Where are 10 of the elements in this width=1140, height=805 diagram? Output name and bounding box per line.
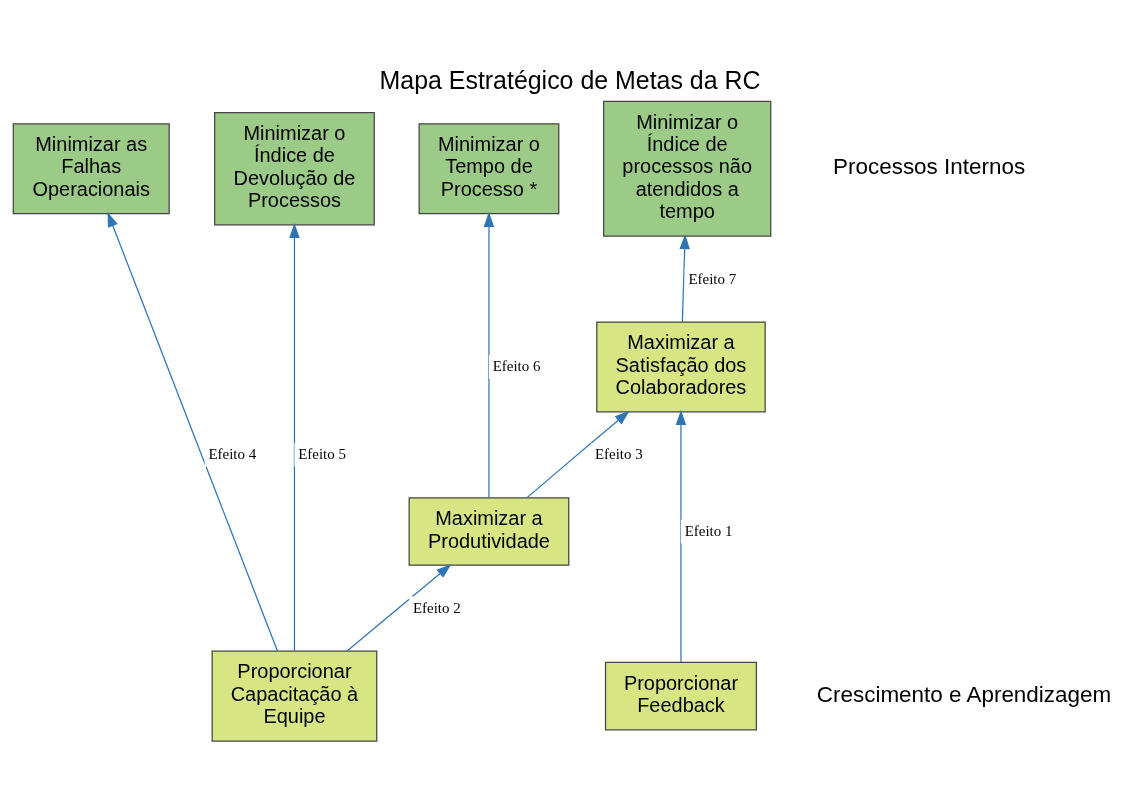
edge-label: Efeito 5 <box>298 446 346 463</box>
edge-label: Efeito 3 <box>594 446 643 463</box>
label: Processos Internos <box>833 154 1026 180</box>
edge-label: Efeito 2 <box>412 599 461 616</box>
diagram-title: Mapa Estratégico de Metas da RC <box>379 65 761 94</box>
edge-label: Efeito 1 <box>684 523 733 540</box>
edge-label: Efeito 7 <box>688 270 737 287</box>
label: Crescimento e Aprendizagem <box>816 681 1112 707</box>
edge-label: Efeito 4 <box>208 446 257 463</box>
edge-label: Efeito 6 <box>492 358 541 375</box>
